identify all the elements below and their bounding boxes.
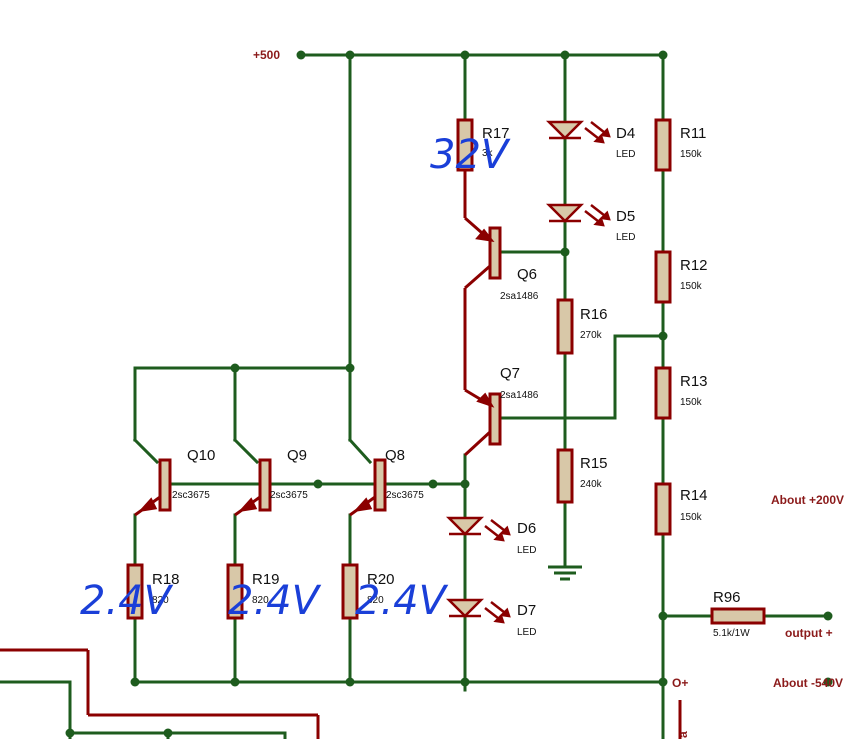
label-r15-ref: R15 [580, 455, 608, 472]
transistor-q10 [134, 458, 172, 517]
resistor-r18 [126, 563, 144, 620]
label-q9-ref: Q9 [287, 447, 307, 464]
led-d5 [545, 203, 611, 227]
label-d6-ref: D6 [517, 520, 536, 537]
label-r20-ref: R20 [367, 571, 395, 588]
resistor-r15 [556, 448, 574, 504]
net-label-edge-glyph: a [676, 731, 690, 738]
label-r96-ref: R96 [713, 589, 741, 606]
label-r15-value: 240k [580, 479, 603, 490]
label-r16-ref: R16 [580, 306, 608, 323]
label-r11-ref: R11 [680, 125, 706, 142]
label-r12-ref: R12 [680, 257, 708, 274]
resistor-r96 [710, 607, 766, 625]
resistor-r19 [226, 563, 244, 620]
label-d7-type: LED [517, 627, 536, 638]
transistor-q8 [349, 458, 387, 517]
led-d7 [445, 598, 511, 624]
label-d5-ref: D5 [616, 208, 635, 225]
label-r14-ref: R14 [680, 487, 708, 504]
resistor-leads [463, 170, 491, 242]
label-d7-ref: D7 [517, 602, 536, 619]
label-r11-value: 150k [680, 149, 703, 160]
label-r12-value: 150k [680, 281, 703, 292]
label-d6-type: LED [517, 545, 536, 556]
resistor-r20 [341, 563, 359, 620]
label-d5-type: LED [616, 232, 635, 243]
annotation-r20-voltage: 2.4V [355, 578, 449, 624]
label-r16-value: 270k [580, 330, 603, 341]
label-q8-part: 2sc3675 [386, 490, 424, 501]
leds [445, 120, 611, 624]
resistor-r12 [654, 250, 672, 304]
label-r18-value: 820 [152, 595, 169, 606]
annotation-r17-voltage: 32V [430, 132, 511, 178]
transistor-q9 [234, 458, 272, 517]
label-r14-value: 150k [680, 512, 703, 523]
net-label-supply: +500 [253, 48, 280, 62]
label-q10-ref: Q10 [187, 447, 215, 464]
label-q6-ref: Q6 [517, 266, 537, 283]
net-label-output: output + [785, 626, 833, 640]
label-d4-type: LED [616, 149, 635, 160]
annotation-r19-voltage: 2.4V [228, 578, 322, 624]
wires [0, 53, 830, 739]
resistor-r16 [556, 298, 574, 355]
led-d6 [445, 516, 511, 542]
resistor-r14 [654, 482, 672, 536]
label-r19-value: 820 [252, 595, 269, 606]
label-r13-value: 150k [680, 397, 703, 408]
label-r96-value: 5.1k/1W [713, 628, 750, 639]
resistor-r13 [654, 366, 672, 420]
label-q7-part: 2sa1486 [500, 390, 539, 401]
label-r18-ref: R18 [152, 571, 180, 588]
resistor-r11 [654, 118, 672, 172]
net-label-output-node: O+ [672, 676, 688, 690]
ground-symbol [548, 565, 582, 581]
label-r19-ref: R19 [252, 571, 280, 588]
resistor-bodies [126, 118, 766, 625]
label-q9-part: 2sc3675 [270, 490, 308, 501]
other-net-wires [0, 648, 682, 739]
label-r17-value: 3k [482, 148, 494, 159]
label-r20-value: 820 [367, 595, 384, 606]
annotation-r18-voltage: 2.4V [80, 578, 174, 624]
label-q10-part: 2sc3675 [172, 490, 210, 501]
net-label-about-minus: About -540V [773, 676, 843, 690]
label-d4-ref: D4 [616, 125, 635, 142]
label-q8-ref: Q8 [385, 447, 405, 464]
transistor-q6 [463, 226, 502, 390]
label-r13-ref: R13 [680, 373, 708, 390]
junctions [65, 50, 833, 738]
transistors [134, 226, 502, 517]
led-d4 [545, 120, 611, 144]
label-q6-part: 2sa1486 [500, 291, 539, 302]
net-label-about-plus: About +200V [771, 493, 844, 507]
label-q7-ref: Q7 [500, 365, 520, 382]
label-r17-ref: R17 [482, 125, 510, 142]
transistor-q7 [463, 388, 502, 457]
